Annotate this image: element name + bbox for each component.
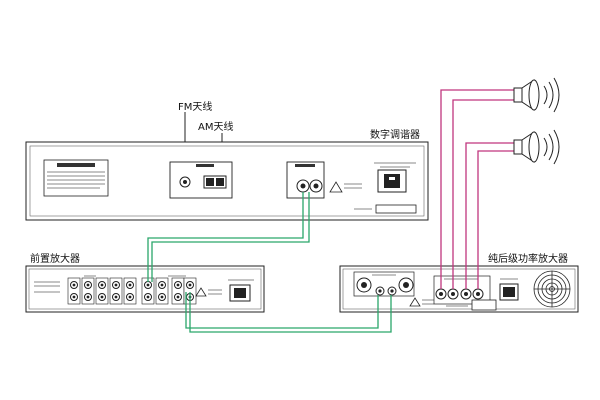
preamp-rca-jack-center [160,283,164,287]
warning-label-block [43,159,109,197]
speaker-icon [513,77,560,113]
fan-grille-icon [533,270,571,308]
preamp-label: 前置放大器 [30,252,80,265]
preamp-rca-jack-center [100,283,104,287]
speaker-cables [440,89,514,289]
audio-cable-tuner-to-preamp [147,192,310,282]
tuner-audio-output-panel [286,161,325,199]
antenna-input-panel [169,161,233,199]
warning-triangle-icon [329,181,362,193]
tuner-power-area [354,162,417,214]
preamp-rca-jack-center [114,295,118,299]
preamp-rca-jack-center [128,295,132,299]
preamp-rca-jack-center [188,283,192,287]
preamp-rca-jack-center [72,283,76,287]
preamp-rca-jack-center [100,295,104,299]
speaker-icon [513,129,560,165]
preamp-rca-jack-center [146,283,150,287]
preamp-rca-jack-center [86,283,90,287]
preamp-rca-jack-center [146,295,150,299]
audio-cable-preamp-to-amp [185,292,392,333]
tuner-label: 数字调谐器 [370,128,420,141]
power-amplifier-device [339,265,579,313]
fm-antenna-label: FM天线 [178,100,212,113]
power-amp-label: 纯后级功率放大器 [488,252,568,265]
preamp-rca-jack-center [128,283,132,287]
preamp-rca-jack-center [72,295,76,299]
preamp-rca-jack-center [176,283,180,287]
warning-triangle-icon [195,287,222,297]
preamp-rca-jack-center [176,295,180,299]
preamp-input-jacks [67,277,197,305]
warning-triangle-icon [409,297,434,307]
preamp-rca-jack-center [160,295,164,299]
preamp-rca-jack-center [86,295,90,299]
am-antenna-label: AM天线 [198,120,233,133]
preamplifier-device [25,265,265,313]
preamp-rca-jack-center [114,283,118,287]
digital-tuner-device [25,141,429,221]
